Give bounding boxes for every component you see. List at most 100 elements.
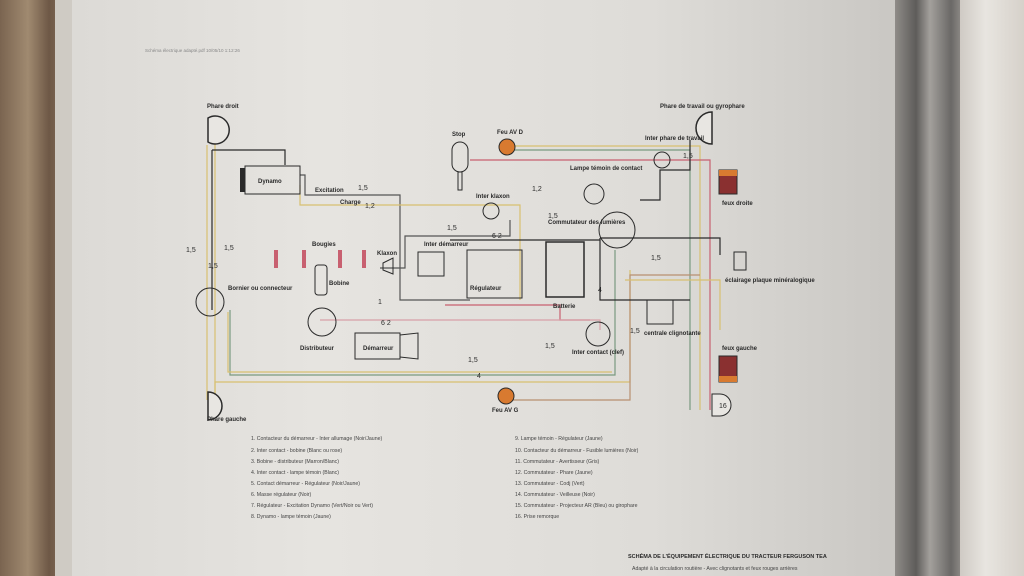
centrale-clignotante: centrale clignotante [644, 299, 701, 337]
wires [206, 140, 721, 410]
feux-droite-label: feux droite [722, 201, 753, 207]
stop-switch: Stop [451, 132, 469, 191]
wire-stop [470, 159, 711, 410]
phare-droit-label: Phare droit [207, 104, 239, 110]
wire-size: 1,5 [548, 213, 558, 220]
binder-strip [895, 0, 965, 576]
legend-item: 4. Inter contact - lampe témoin (Blanc) [251, 470, 339, 476]
wire-bottom-yellow [227, 312, 612, 373]
feux-gauche: feux gauche [718, 346, 758, 383]
inter-demarreur: Inter démarreur [417, 242, 469, 277]
wire-size: 1,2 [365, 203, 375, 210]
phare-travail-label: Phare de travail ou gyrophare [660, 104, 745, 110]
bougies-label: Bougies [312, 242, 336, 248]
eclairage-label: éclairage plaque minéralogique [725, 278, 815, 284]
bornier-label: Bornier ou connecteur [228, 286, 293, 292]
wire-size: 1,5 [186, 247, 196, 254]
wire-excitation [300, 174, 470, 301]
legend-item: 14. Commutateur - Veilleuse (Noir) [515, 492, 595, 498]
klaxon: Klaxon [377, 251, 397, 275]
legend-item: 3. Bobine - distributeur (Marron/Blanc) [251, 459, 339, 465]
phare-travail: Phare de travail ou gyrophare Inter phar… [645, 104, 745, 169]
wire-batt [599, 237, 721, 301]
next-sheet [960, 0, 1024, 576]
wire-left-black [211, 149, 286, 310]
dynamo: Dynamo Excitation Charge [240, 165, 361, 206]
wire-plaque [625, 279, 721, 330]
batterie: Batterie [545, 241, 585, 310]
inter-demarreur-label: Inter démarreur [424, 242, 469, 248]
commutateur-lumieres: Commutateur des lumières [548, 211, 636, 249]
distributeur-label: Distributeur [300, 346, 335, 352]
bornier: Bornier ou connecteur [195, 286, 293, 317]
bobine-label: Bobine [329, 281, 350, 287]
inter-contact-label: Inter contact (clef) [572, 350, 624, 356]
stop-label: Stop [452, 132, 466, 138]
prise-label: 16 [719, 403, 727, 410]
feu-av-d-label: Feu AV D [497, 130, 524, 136]
legend-item: 6. Masse régulateur (Noir) [251, 492, 312, 498]
wire-size: 1,5 [358, 185, 368, 192]
demarreur: Démarreur [354, 332, 419, 360]
wire-size: 1 [378, 299, 382, 306]
wire-size-labels: 1,5 1,2 1,5 1,2 1,5 6 2 1,5 1,5 1 6 2 1,… [186, 153, 693, 380]
inter-phare-label: Inter phare de travail [645, 136, 704, 142]
demarreur-label: Démarreur [363, 346, 394, 352]
feu-av-d: Feu AV D [497, 130, 524, 156]
klaxon-label: Klaxon [377, 251, 397, 257]
legend-item: 13. Commutateur - Codj (Vert) [515, 481, 585, 487]
wire-size: 1,5 [468, 357, 478, 364]
legend-item: 10. Contacteur du démarreur - Fusible lu… [515, 448, 639, 454]
legend-item: 8. Dynamo - lampe témoin (Jaune) [251, 514, 331, 520]
wire-size: 1,5 [651, 255, 661, 262]
wire-size: 4 [477, 373, 481, 380]
legend-item: 9. Lampe témoin - Régulateur (Jaune) [515, 436, 603, 442]
diagram-subtitle: Adapté à la circulation routière - Avec … [632, 566, 798, 572]
legend-item: 1. Contacteur du démarreur - Inter allum… [251, 436, 382, 442]
legend-item: 2. Inter contact - bobine (Blanc ou rose… [251, 448, 342, 454]
commutateur-label: Commutateur des lumières [548, 220, 626, 226]
wire-size: 1,5 [630, 328, 640, 335]
wire-travail [640, 140, 691, 201]
feux-gauche-label: feux gauche [722, 346, 758, 352]
bougies: Bougies Bobine Distributeur [274, 242, 366, 352]
batterie-label: Batterie [553, 304, 576, 310]
wire-feu-d [510, 145, 701, 410]
lampe-temoin: Lampe témoin de contact [570, 166, 642, 205]
wire-size: 1,5 [447, 225, 457, 232]
prise-remorque: 16 [711, 393, 732, 417]
phare-droit: Phare droit [207, 104, 239, 145]
wire-size: 6 2 [492, 233, 502, 240]
feu-av-g: Feu AV G [492, 387, 519, 414]
centrale-label: centrale clignotante [644, 331, 701, 337]
wire-size: 1,2 [532, 186, 542, 193]
eclairage-plaque: éclairage plaque minéralogique [725, 251, 815, 284]
inter-klaxon-label: Inter klaxon [476, 194, 510, 200]
wire-size: 6 2 [381, 320, 391, 327]
charge-label: Charge [340, 200, 361, 206]
phare-gauche: Phare gauche [207, 391, 247, 423]
wire-1 [320, 319, 601, 330]
wire-feu-g [505, 274, 700, 401]
inter-contact: Inter contact (clef) [572, 321, 624, 356]
regulateur: Régulateur [466, 249, 523, 299]
wire-size: 1,5 [224, 245, 234, 252]
wire-size: 1,5 [208, 263, 218, 270]
file-header: Schéma électrique adapté.pdf 10/05/10 1:… [145, 48, 240, 53]
inter-klaxon: Inter klaxon [476, 194, 510, 220]
phare-gauche-label: Phare gauche [207, 417, 247, 423]
feu-av-g-label: Feu AV G [492, 408, 519, 414]
diagram-title: SCHÉMA DE L'ÉQUIPEMENT ÉLECTRIQUE DU TRA… [628, 552, 827, 560]
legend-item: 7. Régulateur - Excitation Dynamo (Vert/… [251, 503, 373, 509]
excitation-label: Excitation [315, 188, 344, 194]
legend-item: 15. Commutateur - Projecteur AR (Bleu) o… [515, 503, 638, 509]
wire-size: 4 [598, 287, 602, 294]
lampe-temoin-label: Lampe témoin de contact [570, 166, 642, 172]
wire-klaxon [380, 220, 511, 269]
wire-bottom-green [229, 250, 616, 376]
wire-size: 1,5 [683, 153, 693, 160]
wire-charge [299, 185, 521, 300]
feux-droite: feux droite [718, 169, 753, 207]
legend-item: 5. Contact démarreur - Régulateur (Noir/… [251, 481, 360, 487]
